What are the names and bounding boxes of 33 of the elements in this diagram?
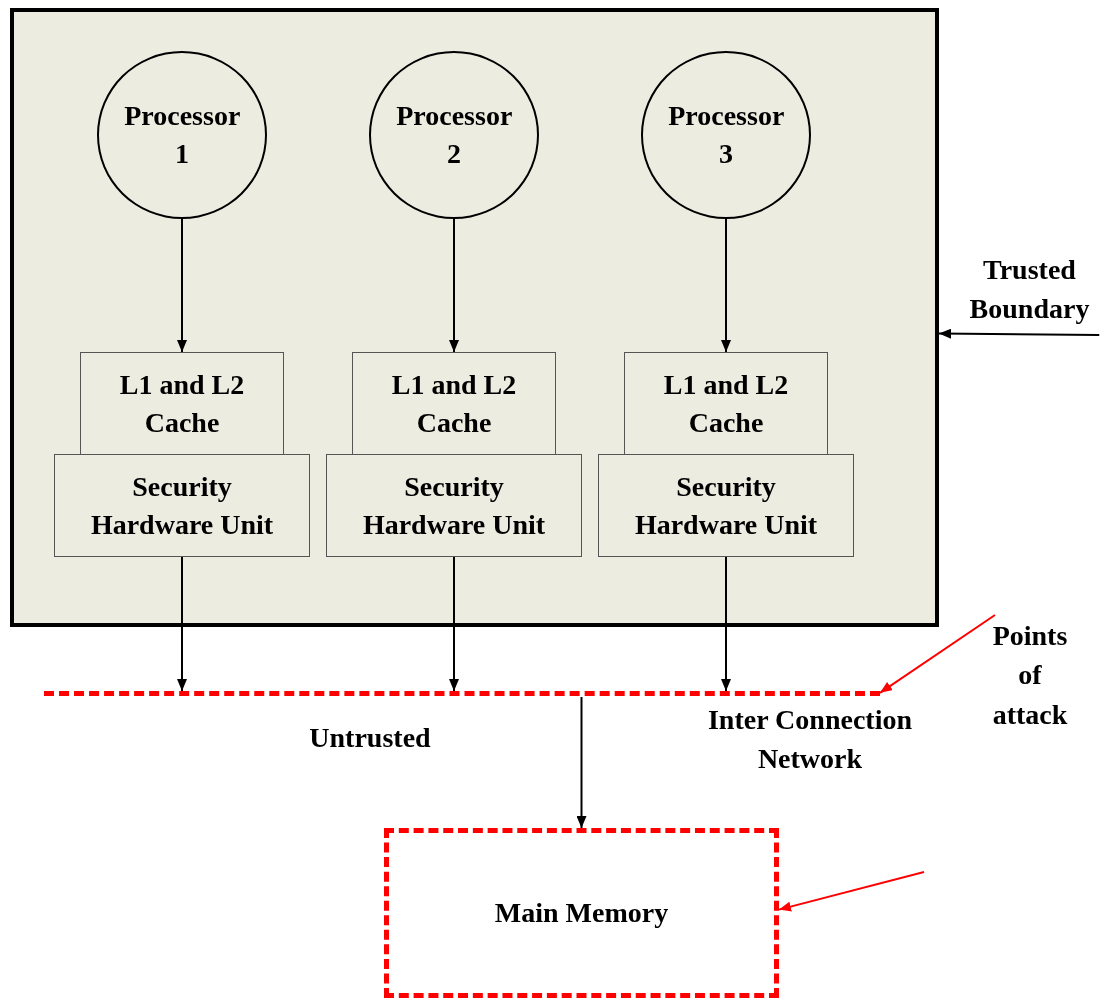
- arrow: [177, 556, 187, 692]
- security-unit-box: [326, 454, 582, 557]
- processor-label: Processor 3: [668, 99, 784, 171]
- arrow: [449, 556, 459, 692]
- security-unit-label: Security Hardware Unit: [361, 469, 547, 542]
- note-text: Points of attack: [980, 615, 1080, 735]
- cache-label: L1 and L2 Cache: [662, 367, 790, 440]
- security-unit-box: [54, 454, 310, 557]
- memory-label: Main Memory: [494, 896, 669, 931]
- arrow: [449, 218, 459, 353]
- security-unit-label: Security Hardware Unit: [89, 469, 275, 542]
- bus-caption: Untrusted: [308, 721, 432, 755]
- security-unit-box: [598, 454, 854, 557]
- processor-label: Processor 1: [124, 99, 240, 171]
- arrow: [576, 696, 587, 829]
- cache-box: [352, 352, 556, 455]
- note-text: Trusted Boundary: [952, 244, 1107, 334]
- cache-label: L1 and L2 Cache: [390, 367, 518, 440]
- security-unit-label: Security Hardware Unit: [633, 469, 819, 542]
- cache-box: [624, 352, 828, 455]
- arrow: [177, 218, 187, 353]
- main-memory-box: [384, 828, 779, 998]
- trusted-boundary-box: [10, 8, 939, 627]
- arrow: [721, 218, 731, 353]
- bus-caption: Inter Connection Network: [706, 703, 913, 777]
- attack-arrow: [778, 871, 925, 912]
- interconnect-bus-line: [44, 691, 880, 697]
- arrow: [721, 556, 731, 692]
- processor-label: Processor 2: [396, 99, 512, 171]
- cache-label: L1 and L2 Cache: [118, 367, 246, 440]
- attack-arrow: [879, 614, 996, 694]
- arrow: [938, 328, 1101, 339]
- cache-box: [80, 352, 284, 455]
